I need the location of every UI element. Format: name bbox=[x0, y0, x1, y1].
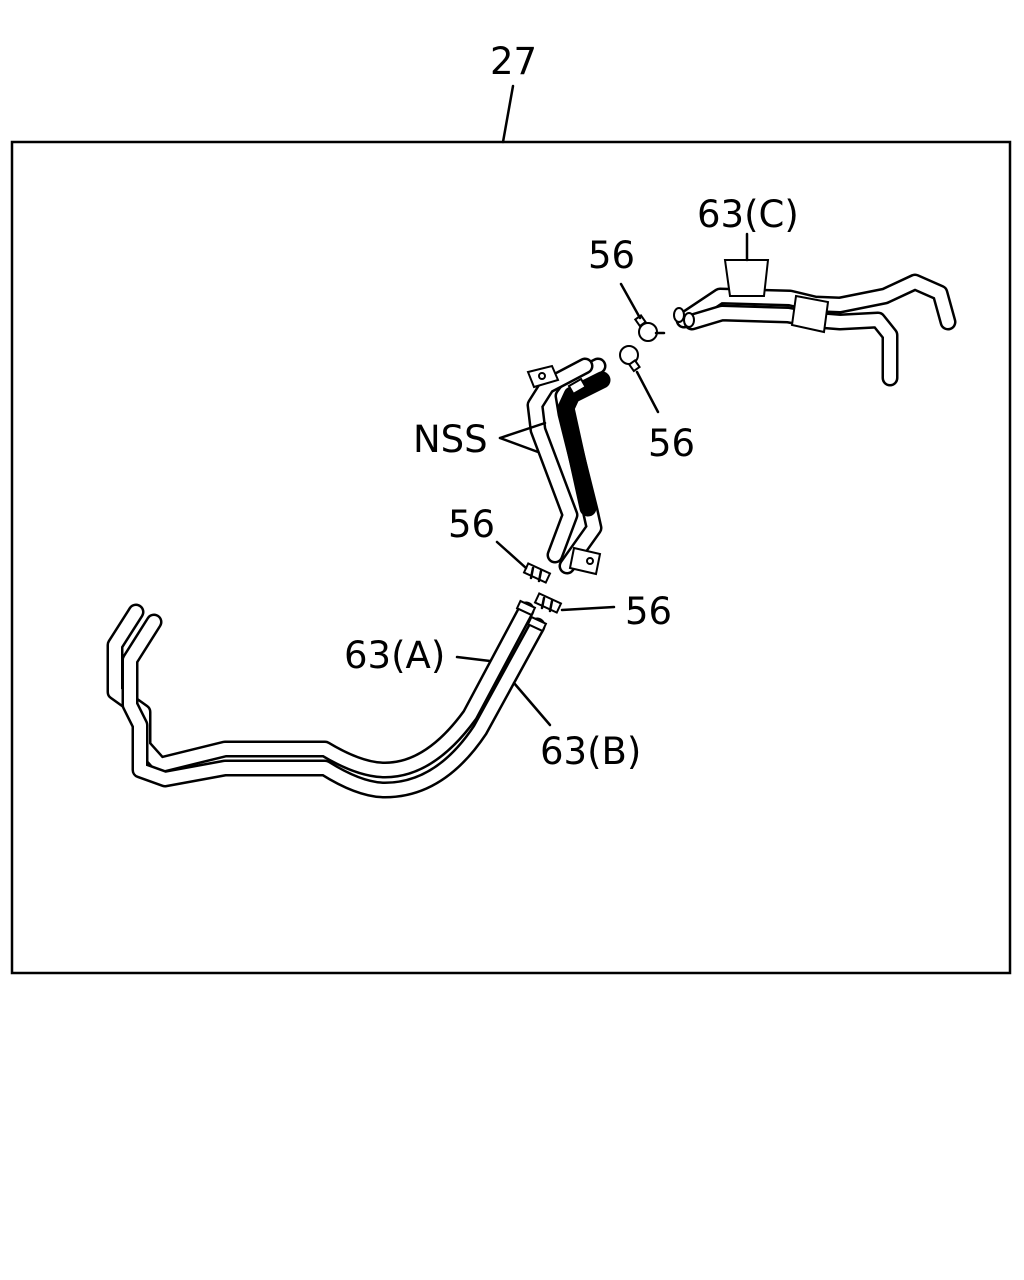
hose-63b-leader bbox=[512, 681, 552, 727]
clamp-right-leader bbox=[560, 605, 616, 612]
clamp-mid-right bbox=[619, 345, 641, 373]
assembly-leader-line bbox=[501, 84, 515, 144]
hose-63a-label: 63(A) bbox=[344, 634, 445, 677]
clamp-left bbox=[522, 562, 552, 584]
nss-label: NSS bbox=[413, 418, 488, 461]
clamp-right bbox=[533, 592, 563, 614]
nss-leader-1 bbox=[498, 421, 547, 440]
clamp-upper bbox=[633, 314, 666, 342]
nss-leader-2 bbox=[498, 436, 540, 454]
hose-63c bbox=[673, 259, 957, 387]
hose-63c-label: 63(C) bbox=[697, 193, 799, 236]
clamp-upper-leader bbox=[619, 282, 642, 320]
diagram-frame bbox=[10, 140, 1012, 975]
hose-63a-leader bbox=[455, 655, 492, 663]
clamp-upper-label: 56 bbox=[588, 234, 635, 277]
clamp-left-label: 56 bbox=[448, 503, 495, 546]
clamp-left-leader bbox=[495, 540, 528, 570]
hoses-63a-63b bbox=[106, 599, 548, 799]
assembly-number-label: 27 bbox=[490, 40, 537, 83]
nss-pipes bbox=[526, 357, 611, 576]
hose-63b-label: 63(B) bbox=[540, 730, 641, 773]
clamp-mid-right-label: 56 bbox=[648, 422, 695, 465]
clamp-mid-right-leader bbox=[635, 370, 660, 414]
clamp-right-label: 56 bbox=[625, 590, 672, 633]
